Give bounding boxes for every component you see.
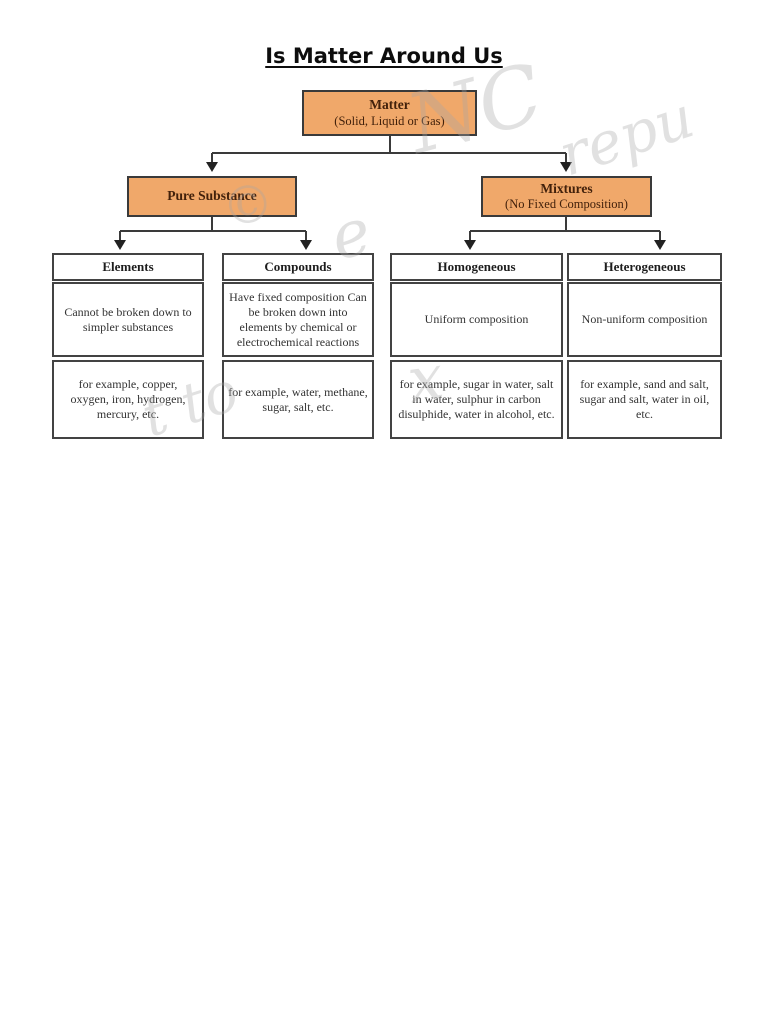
- category-examples-heterogeneous: for example, sand and salt, sugar and sa…: [567, 360, 722, 439]
- category-examples-homogeneous: for example, sugar in water, salt in wat…: [390, 360, 563, 439]
- node-matter: Matter (Solid, Liquid or Gas): [302, 90, 477, 136]
- category-column-elements: Elements Cannot be broken down to simple…: [52, 253, 204, 439]
- category-description-elements: Cannot be broken down to simpler substan…: [52, 282, 204, 357]
- category-description-compounds: Have fixed composition Can be broken dow…: [222, 282, 374, 357]
- category-column-compounds: Compounds Have fixed composition Can be …: [222, 253, 374, 439]
- node-mixtures-title: Mixtures: [540, 180, 593, 196]
- category-description-heterogeneous: Non-uniform composition: [567, 282, 722, 357]
- category-column-heterogeneous: Heterogeneous Non-uniform composition fo…: [567, 253, 722, 439]
- category-description-homogeneous: Uniform composition: [390, 282, 563, 357]
- node-pure-substance-title: Pure Substance: [167, 188, 257, 204]
- category-column-homogeneous: Homogeneous Uniform composition for exam…: [390, 253, 563, 439]
- category-title-homogeneous: Homogeneous: [390, 253, 563, 281]
- category-title-compounds: Compounds: [222, 253, 374, 281]
- node-mixtures-subtitle: (No Fixed Composition): [505, 197, 628, 212]
- node-pure-substance: Pure Substance: [127, 176, 297, 217]
- node-matter-title: Matter: [369, 97, 410, 113]
- category-examples-elements: for example, copper, oxygen, iron, hydro…: [52, 360, 204, 439]
- node-matter-subtitle: (Solid, Liquid or Gas): [334, 113, 445, 128]
- category-title-elements: Elements: [52, 253, 204, 281]
- category-title-heterogeneous: Heterogeneous: [567, 253, 722, 281]
- category-examples-compounds: for example, water, methane, sugar, salt…: [222, 360, 374, 439]
- node-mixtures: Mixtures (No Fixed Composition): [481, 176, 652, 217]
- page-title: Is Matter Around Us: [265, 44, 503, 68]
